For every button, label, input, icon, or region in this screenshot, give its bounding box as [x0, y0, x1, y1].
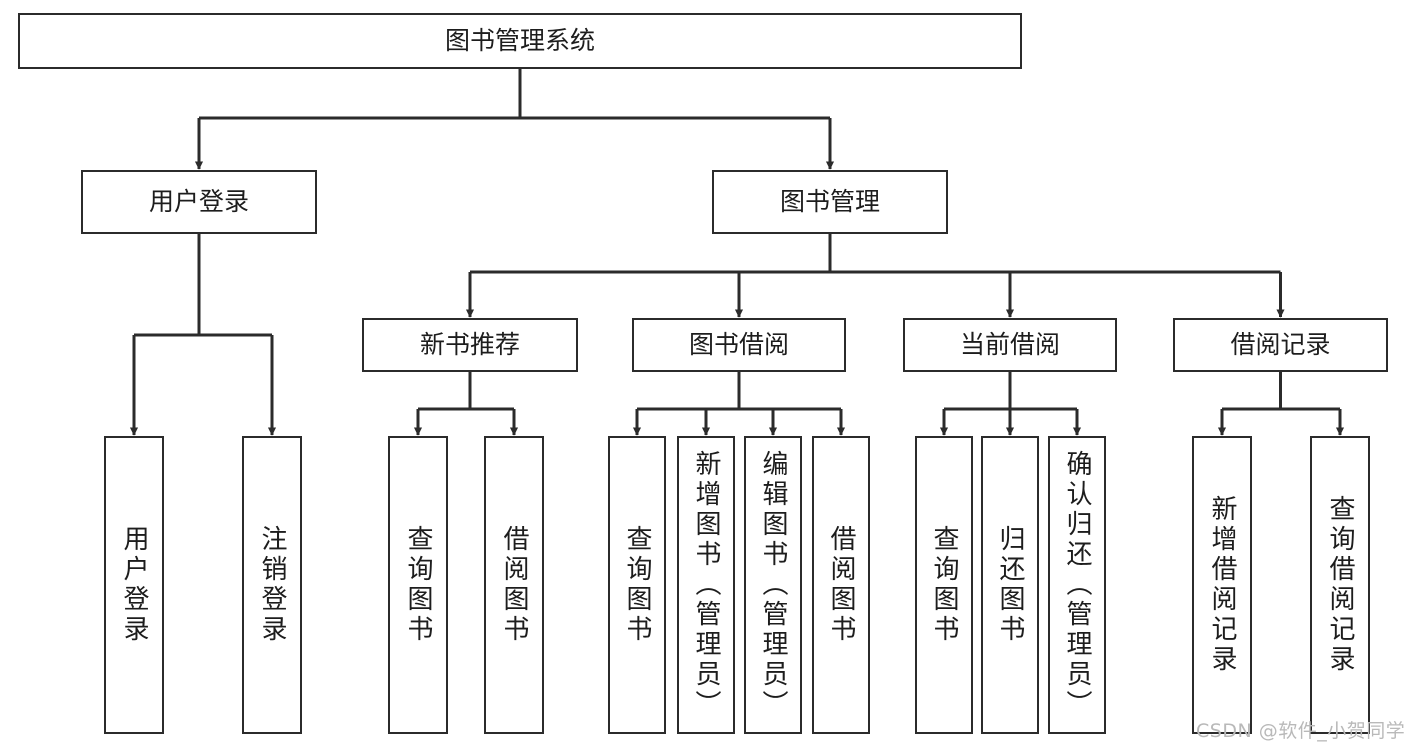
node-label: 用户登录	[119, 525, 149, 645]
node-leaf-query-book-3[interactable]: 查询图书	[915, 436, 973, 734]
node-label: 借阅记录	[1230, 330, 1331, 359]
node-root[interactable]: 图书管理系统	[18, 13, 1022, 69]
node-label: 归还图书	[995, 525, 1025, 645]
node-leaf-add-book[interactable]: 新增图书（管理员）	[677, 436, 735, 734]
node-label: 确认归还（管理员）	[1062, 450, 1092, 720]
node-leaf-query-book-1[interactable]: 查询图书	[388, 436, 448, 734]
node-label: 查询图书	[403, 525, 433, 645]
node-label: 借阅图书	[499, 525, 529, 645]
node-leaf-return-book[interactable]: 归还图书	[981, 436, 1039, 734]
node-label: 注销登录	[257, 525, 287, 645]
node-label: 新增图书（管理员）	[691, 450, 721, 720]
node-leaf-user-logout[interactable]: 注销登录	[242, 436, 302, 734]
node-leaf-borrow-book-2[interactable]: 借阅图书	[812, 436, 870, 734]
node-label: 编辑图书（管理员）	[758, 450, 788, 720]
node-leaf-query-book-2[interactable]: 查询图书	[608, 436, 666, 734]
node-book-manage[interactable]: 图书管理	[712, 170, 948, 234]
node-label: 查询图书	[929, 525, 959, 645]
csdn-watermark: CSDN @软件_小贺同学	[1196, 720, 1405, 742]
node-leaf-confirm-return[interactable]: 确认归还（管理员）	[1048, 436, 1106, 734]
node-leaf-add-borrow-record[interactable]: 新增借阅记录	[1192, 436, 1252, 734]
node-label: 用户登录	[148, 187, 249, 216]
node-current-borrow[interactable]: 当前借阅	[903, 318, 1117, 372]
node-new-book-recommend[interactable]: 新书推荐	[362, 318, 578, 372]
node-borrow-record[interactable]: 借阅记录	[1173, 318, 1388, 372]
node-label: 新书推荐	[419, 330, 520, 359]
node-leaf-user-login[interactable]: 用户登录	[104, 436, 164, 734]
node-book-borrow[interactable]: 图书借阅	[632, 318, 846, 372]
node-user-login[interactable]: 用户登录	[81, 170, 317, 234]
node-label: 查询图书	[622, 525, 652, 645]
node-label: 图书管理系统	[444, 26, 595, 55]
node-label: 新增借阅记录	[1207, 495, 1237, 675]
node-leaf-edit-book[interactable]: 编辑图书（管理员）	[744, 436, 802, 734]
node-label: 当前借阅	[959, 330, 1060, 359]
node-label: 借阅图书	[826, 525, 856, 645]
node-label: 查询借阅记录	[1325, 495, 1355, 675]
node-leaf-borrow-book-1[interactable]: 借阅图书	[484, 436, 544, 734]
node-label: 图书管理	[779, 187, 880, 216]
node-leaf-query-borrow-record[interactable]: 查询借阅记录	[1310, 436, 1370, 734]
node-label: 图书借阅	[688, 330, 789, 359]
